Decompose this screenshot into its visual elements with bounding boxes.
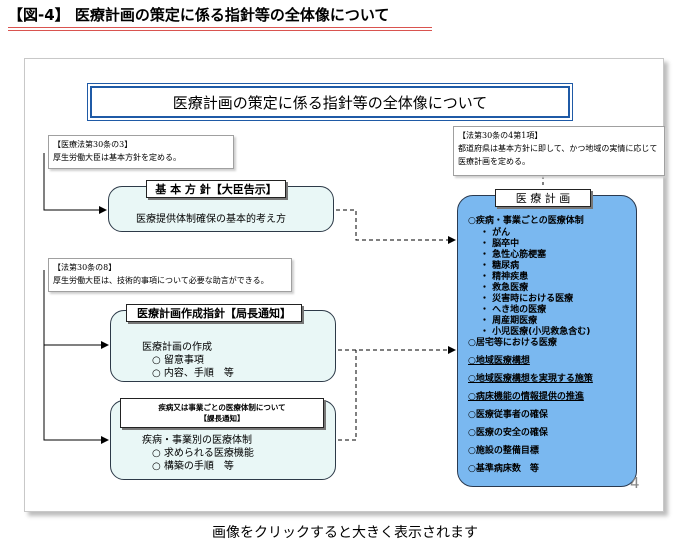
note-body: 厚生労働大臣は、技術的事項について必要な助言ができる。: [53, 276, 269, 285]
note-law-30-3: 【医療法第30条の3】 厚生労働大臣は基本方針を定める。: [48, 135, 234, 169]
plan-subitem: ・ 精神疾患: [480, 272, 529, 282]
dashed-basic-to-plan: [336, 209, 456, 244]
plan-item-header: ○疾病・事業ごとの医療体制: [468, 216, 584, 226]
plan-item: ○居宅等における医療: [468, 338, 557, 348]
plan-guideline-panel: [110, 310, 336, 382]
plan-subitem: ・ がん: [480, 228, 511, 238]
basic-policy-tag: 基 本 方 針【大臣告示】: [146, 180, 286, 198]
disease-notice-line: ○ 求められる医療機能: [152, 448, 254, 459]
medical-plan-box: [457, 195, 637, 487]
note-head: 【法第30条の4第1項】: [458, 131, 543, 140]
plan-subitem: ・ へき地の医療: [480, 305, 547, 315]
plan-guideline-line: ○ 留意事項: [152, 355, 204, 366]
dashed-notice-to-plan: [338, 350, 357, 441]
medical-plan-tag: 医 療 計 画: [495, 189, 591, 207]
main-banner: 医療計画の策定に係る指針等の全体像について: [87, 83, 573, 121]
title-underline: [8, 27, 432, 28]
plan-item: ○病床機能の情報提供の推進: [468, 392, 584, 402]
note-body: 都道府県は基本方針に即して、かつ地域の実情に応じて医療計画を定める。: [458, 144, 658, 166]
plan-guideline-line: 医療計画の作成: [142, 342, 212, 353]
plan-item: ○地域医療構想を実現する施策: [468, 374, 593, 384]
enlarge-caption[interactable]: 画像をクリックすると大きく表示されます: [212, 525, 478, 541]
plan-subitem: ・ 小児医療(小児救急含む): [480, 327, 591, 337]
plan-subitem: ・ 急性心筋梗塞: [480, 250, 547, 260]
plan-item: ○地域医療構想: [468, 356, 530, 366]
figure-title: 【図-4】 医療計画の策定に係る指針等の全体像について: [8, 6, 390, 24]
page-number: 4: [630, 474, 640, 492]
arrow-to-disease-notice: [43, 345, 109, 444]
title-underline: [8, 30, 432, 31]
disease-notice-line: ○ 構築の手順 等: [152, 461, 234, 472]
plan-subitem: ・ 救急医療: [480, 283, 529, 293]
plan-item: ○施設の整備目標: [468, 446, 539, 456]
basic-policy-desc: 医療提供体制確保の基本的考え方: [136, 214, 286, 225]
plan-item: ○医療従事者の確保: [468, 410, 548, 420]
plan-subitem: ・ 周産期医療: [480, 316, 538, 326]
disease-notice-tag: 疾病又は事業ごとの医療体制について 【課長通知】: [120, 398, 324, 428]
note-head: 【法第30条の8】: [53, 263, 117, 272]
plan-subitem: ・ 災害時における医療: [480, 294, 574, 304]
note-law-30-4: 【法第30条の4第1項】 都道府県は基本方針に即して、かつ地域の実情に応じて医療…: [453, 126, 665, 176]
disease-notice-tag-line: 疾病又は事業ごとの医療体制について: [158, 403, 286, 412]
plan-subitem: ・ 糖尿病: [480, 261, 520, 271]
plan-item: ○基準病床数 等: [468, 464, 539, 474]
note-head: 【医療法第30条の3】: [53, 140, 133, 149]
disease-notice-tag-line: 【課長通知】: [199, 414, 245, 423]
plan-guideline-tag: 医療計画作成指針【局長通知】: [126, 304, 302, 322]
arrow-to-basic-policy: [43, 153, 107, 214]
disease-notice-line: 疾病・事業別の医療体制: [142, 435, 252, 446]
plan-subitem: ・ 脳卒中: [480, 239, 520, 249]
plan-guideline-line: ○ 内容、手順 等: [152, 368, 234, 379]
note-body: 厚生労働大臣は基本方針を定める。: [53, 153, 181, 162]
note-law-30-8: 【法第30条の8】 厚生労働大臣は、技術的事項について必要な助言ができる。: [48, 258, 292, 292]
plan-item: ○医療の安全の確保: [468, 428, 548, 438]
